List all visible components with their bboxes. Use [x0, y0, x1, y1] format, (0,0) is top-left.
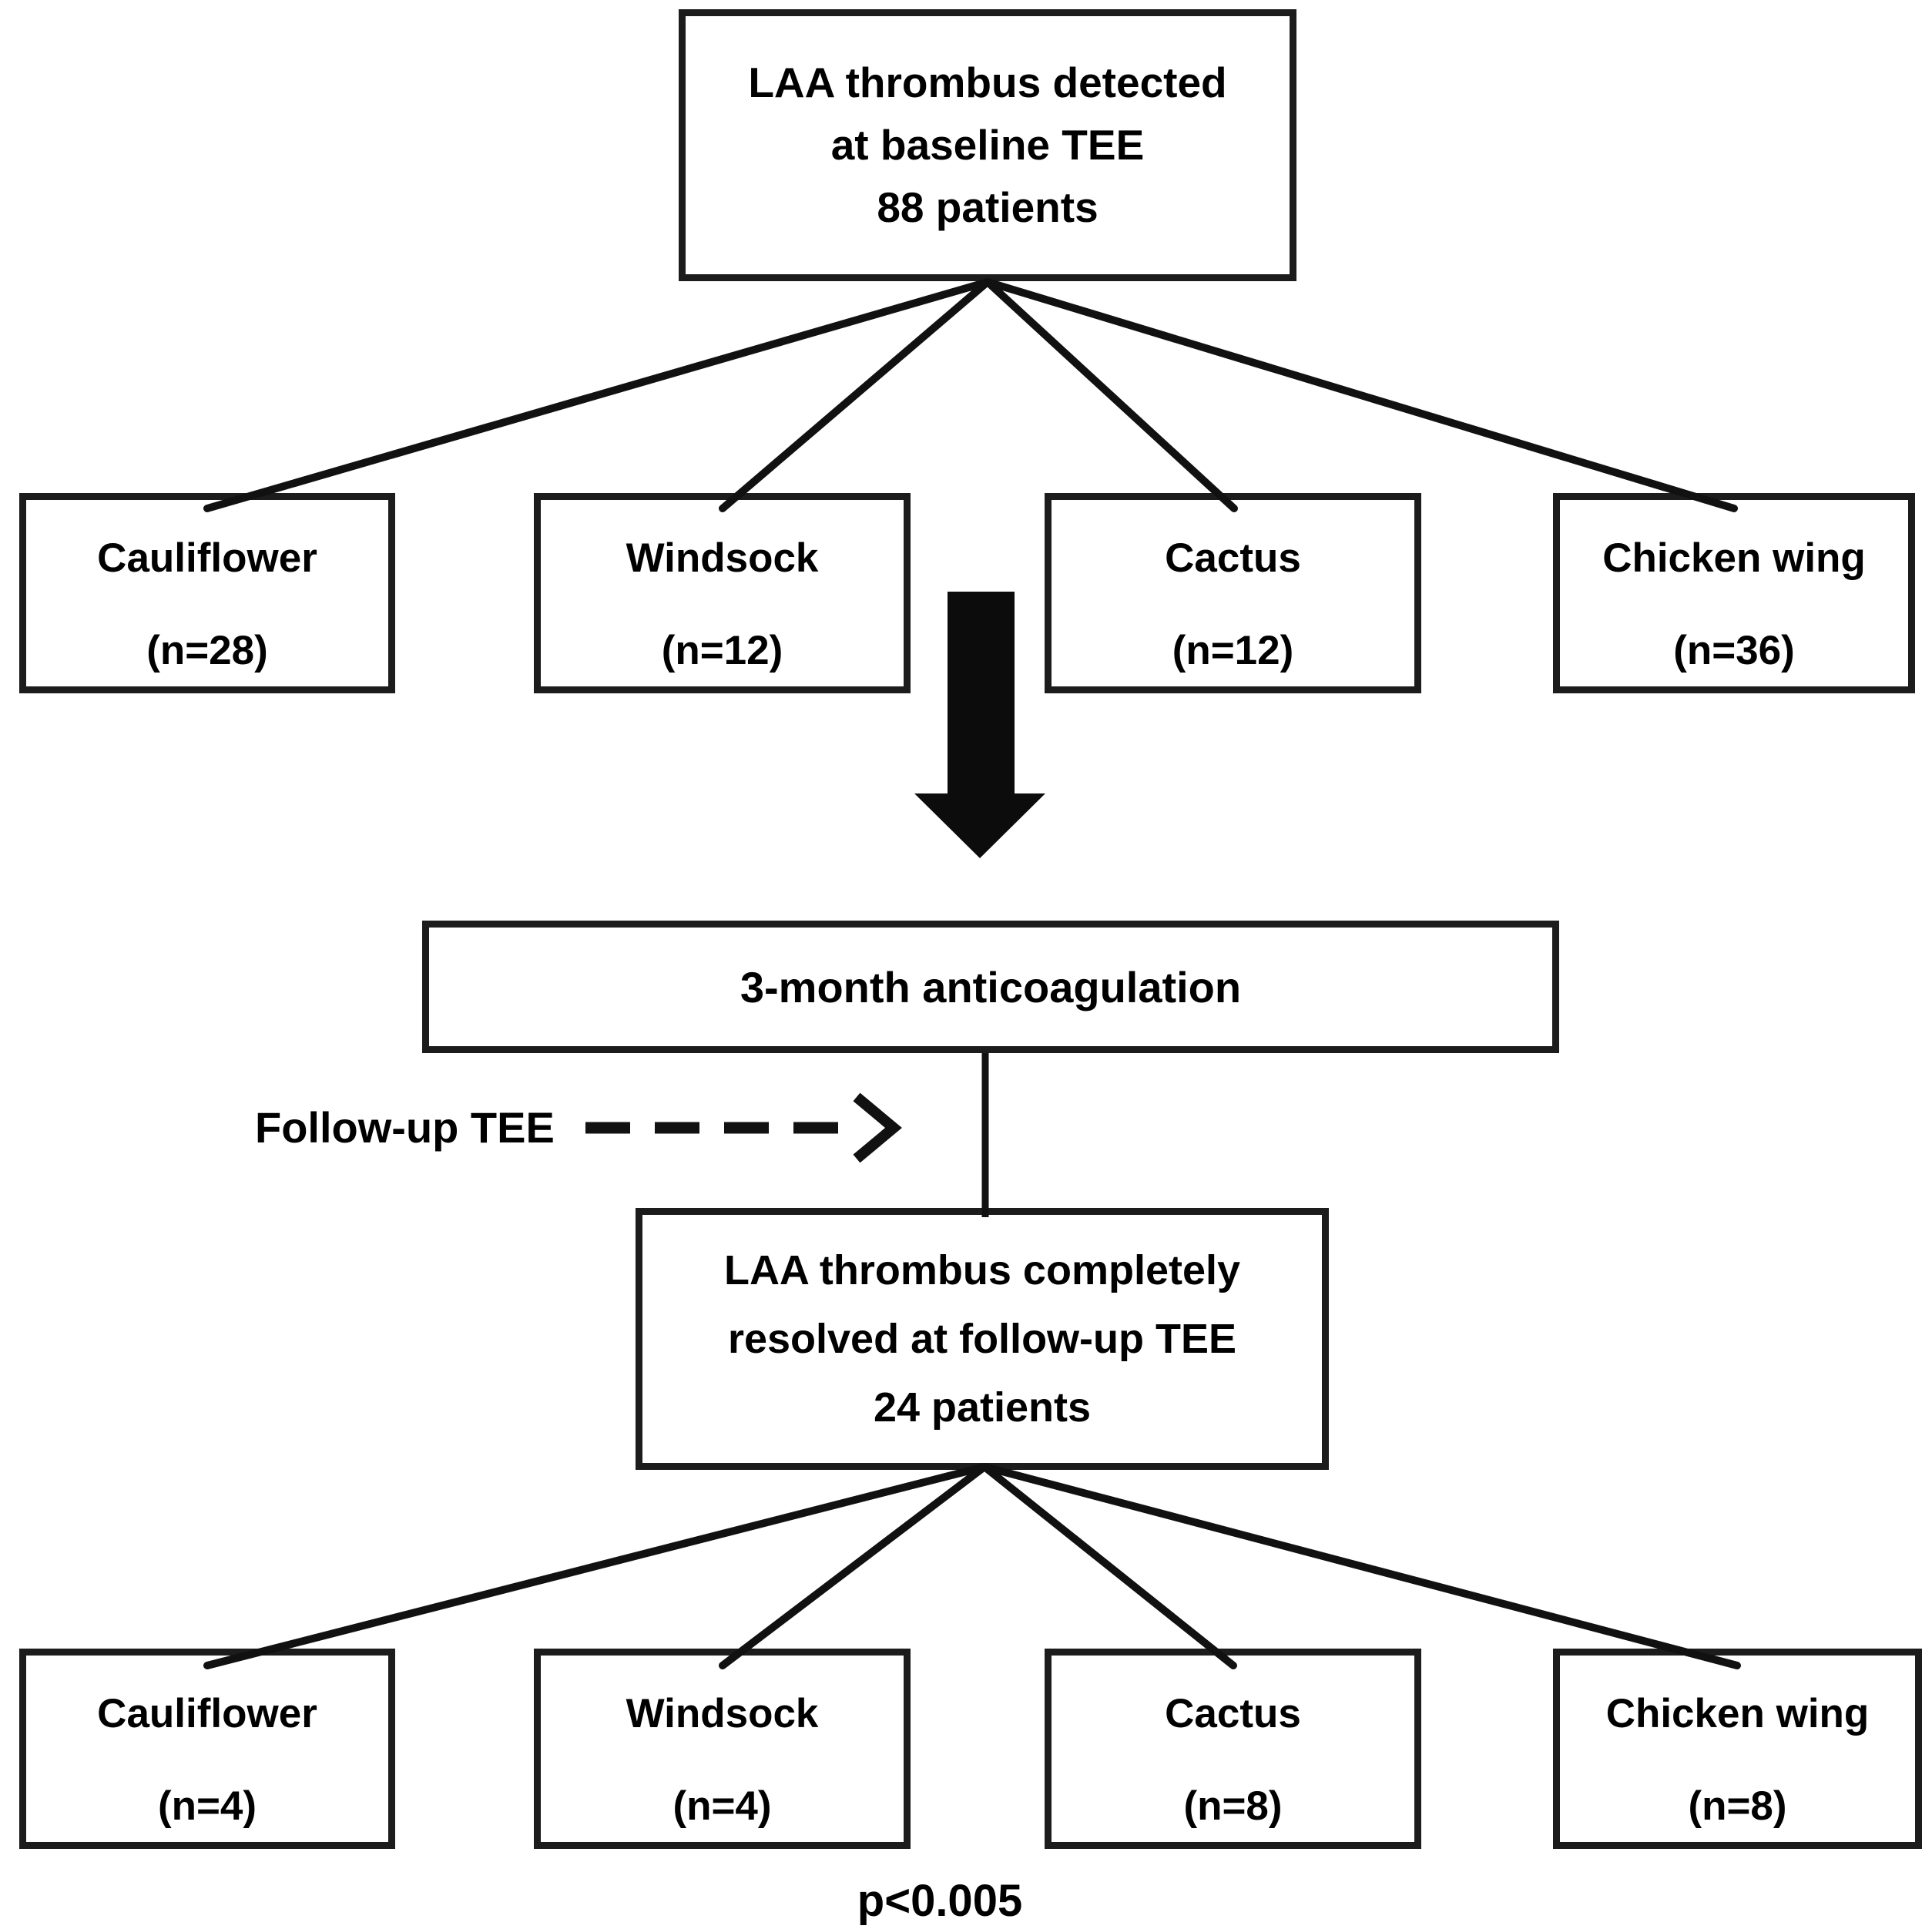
connector-line — [719, 278, 991, 512]
group-count: (n=12) — [1172, 628, 1294, 673]
bottom-fan-lines — [203, 1463, 1741, 1669]
group-count: (n=4) — [673, 1783, 772, 1829]
box-baseline-chicken-wing: Chicken wing (n=36) — [1553, 493, 1915, 693]
connector-line — [981, 1463, 1237, 1669]
box-anticoagulation: 3-month anticoagulation — [422, 921, 1559, 1053]
p-value-label: p<0.005 — [857, 1876, 1023, 1926]
group-name: Chicken wing — [1605, 1691, 1870, 1736]
group-name: Cactus — [1165, 535, 1301, 581]
box-text-line: 24 patients — [873, 1384, 1092, 1431]
group-count: (n=36) — [1673, 628, 1795, 673]
group-count: (n=12) — [661, 628, 783, 673]
box-followup-chicken-wing: Chicken wing (n=8) — [1553, 1649, 1922, 1849]
group-count: (n=28) — [146, 628, 268, 673]
dashed-arrow-head — [853, 1092, 902, 1163]
box-followup-cactus: Cactus (n=8) — [1045, 1649, 1421, 1849]
dashed-right-arrow-icon — [585, 1092, 902, 1163]
box-followup-cauliflower: Cauliflower (n=4) — [19, 1649, 395, 1849]
group-name: Cauliflower — [97, 1691, 317, 1736]
group-name: Chicken wing — [1602, 535, 1866, 581]
box-baseline-cauliflower: Cauliflower (n=28) — [19, 493, 395, 693]
box-baseline-cactus: Cactus (n=12) — [1045, 493, 1421, 693]
box-text-line: 88 patients — [877, 183, 1098, 231]
box-text-line: resolved at follow-up TEE — [727, 1315, 1237, 1362]
connector-line — [984, 278, 1738, 512]
group-name: Cauliflower — [97, 535, 317, 581]
group-count: (n=8) — [1183, 1783, 1283, 1829]
group-count: (n=8) — [1688, 1783, 1787, 1829]
box-followup-windsock: Windsock (n=4) — [534, 1649, 911, 1849]
connector-line — [981, 1463, 1741, 1669]
group-name: Windsock — [626, 1691, 819, 1736]
group-name: Cactus — [1165, 1691, 1301, 1736]
group-count: (n=4) — [157, 1783, 257, 1829]
top-fan-lines — [203, 278, 1738, 512]
box-baseline-windsock: Windsock (n=12) — [534, 493, 911, 693]
down-block-arrow-icon — [914, 592, 1045, 858]
connector-line — [984, 278, 1238, 512]
connector-line — [203, 278, 991, 512]
connector-line — [719, 1463, 988, 1669]
connector-line — [203, 1463, 988, 1669]
box-text-line: 3-month anticoagulation — [740, 962, 1242, 1011]
box-resolved-thrombus: LAA thrombus completely resolved at foll… — [636, 1208, 1329, 1470]
box-baseline-thrombus: LAA thrombus detected at baseline TEE 88… — [679, 9, 1296, 281]
group-name: Windsock — [626, 535, 819, 581]
box-text-line: at baseline TEE — [830, 121, 1145, 169]
box-text-line: LAA thrombus detected — [748, 59, 1227, 106]
box-text-line: LAA thrombus completely — [723, 1246, 1241, 1293]
followup-tee-label: Follow-up TEE — [255, 1103, 555, 1152]
